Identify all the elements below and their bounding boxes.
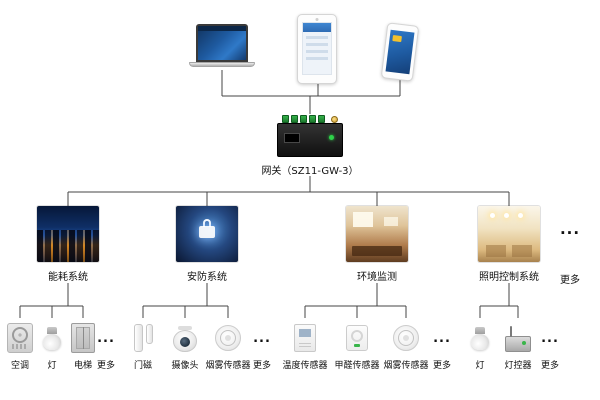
bulb-icon bbox=[43, 334, 61, 350]
terminal-block-icon bbox=[300, 115, 307, 123]
formaldehyde-sensor-icon bbox=[346, 325, 368, 351]
device-formaldehyde-sensor: 甲醛传感器 bbox=[329, 320, 385, 371]
device-air-conditioner: 空调 bbox=[0, 320, 48, 371]
temperature-sensor-icon bbox=[294, 324, 316, 352]
system-environment: 环境监测 bbox=[346, 206, 408, 283]
environment-system-image bbox=[346, 206, 408, 262]
device-label: 电梯 bbox=[73, 361, 92, 371]
system-security: 安防系统 bbox=[176, 206, 238, 283]
terminal-block-icon bbox=[282, 115, 289, 123]
ellipsis-icon: ... bbox=[559, 220, 581, 238]
device-label: 灯 bbox=[475, 361, 485, 371]
elevator-icon bbox=[71, 323, 95, 353]
gateway-body bbox=[277, 123, 343, 157]
device-label: 灯控器 bbox=[504, 361, 532, 371]
terminal-block-icon bbox=[291, 115, 298, 123]
device-label: 烟雾传感器 bbox=[205, 361, 251, 371]
tablet-screen bbox=[302, 22, 332, 75]
gateway-device bbox=[277, 114, 343, 158]
device-label: 温度传感器 bbox=[282, 361, 328, 371]
camera-icon bbox=[173, 330, 197, 352]
more-systems-label: 更多 bbox=[560, 275, 580, 286]
antenna-connector-icon bbox=[331, 116, 338, 123]
light-controller-icon bbox=[505, 326, 531, 352]
smartphone-screen bbox=[385, 29, 415, 75]
system-lighting: 照明控制系统 bbox=[478, 206, 540, 283]
more-devices: ... 更多 bbox=[78, 320, 134, 372]
device-label: 门磁 bbox=[133, 361, 152, 371]
device-label: 更多 bbox=[96, 361, 115, 371]
device-light-controller: 灯控器 bbox=[490, 320, 546, 371]
device-label: 灯 bbox=[47, 361, 57, 371]
device-smoke-sensor: 烟雾传感器 bbox=[378, 320, 434, 371]
laptop-screen bbox=[196, 24, 248, 62]
terminal-block-icon bbox=[318, 115, 325, 123]
system-label: 环境监测 bbox=[357, 272, 397, 283]
device-label: 摄像头 bbox=[171, 361, 199, 371]
device-light: 灯 bbox=[452, 320, 508, 371]
smartphone-icon bbox=[380, 22, 420, 82]
device-temperature-sensor: 温度传感器 bbox=[277, 320, 333, 371]
more-devices: ... 更多 bbox=[414, 320, 470, 372]
gateway-label: 网关（SZ11-GW-3） bbox=[261, 166, 359, 177]
device-light: 灯 bbox=[24, 320, 80, 371]
more-devices: ... 更多 bbox=[522, 320, 578, 372]
ellipsis-icon: ... bbox=[97, 330, 115, 346]
laptop-icon bbox=[189, 24, 255, 67]
energy-system-image bbox=[37, 206, 99, 262]
bulb-icon bbox=[471, 334, 489, 350]
door-magnet-icon bbox=[133, 324, 153, 352]
ellipsis-icon: ... bbox=[541, 330, 559, 346]
tablet-icon bbox=[297, 14, 337, 84]
system-energy: 能耗系统 bbox=[37, 206, 99, 283]
device-label: 甲醛传感器 bbox=[334, 361, 380, 371]
device-label: 更多 bbox=[252, 361, 271, 371]
device-elevator: 电梯 bbox=[55, 320, 111, 371]
device-door-magnet: 门磁 bbox=[115, 320, 171, 371]
system-label: 能耗系统 bbox=[48, 272, 88, 283]
terminal-block-icon bbox=[309, 115, 316, 123]
device-smoke-sensor: 烟雾传感器 bbox=[200, 320, 256, 371]
laptop-base bbox=[189, 62, 255, 67]
ellipsis-icon: ... bbox=[433, 330, 451, 346]
device-label: 更多 bbox=[540, 361, 559, 371]
system-label: 照明控制系统 bbox=[479, 272, 539, 283]
air-conditioner-icon bbox=[7, 323, 33, 353]
device-label: 烟雾传感器 bbox=[383, 361, 429, 371]
more-systems: ... 更多 bbox=[548, 220, 592, 287]
more-devices: ... 更多 bbox=[234, 320, 290, 372]
security-system-image bbox=[176, 206, 238, 262]
lighting-system-image bbox=[478, 206, 540, 262]
gateway-terminals bbox=[277, 114, 343, 123]
ellipsis-icon: ... bbox=[253, 330, 271, 346]
device-label: 空调 bbox=[10, 361, 29, 371]
smoke-sensor-icon bbox=[393, 325, 419, 351]
device-camera: 摄像头 bbox=[157, 320, 213, 371]
smoke-sensor-icon bbox=[215, 325, 241, 351]
system-label: 安防系统 bbox=[187, 272, 227, 283]
device-label: 更多 bbox=[432, 361, 451, 371]
